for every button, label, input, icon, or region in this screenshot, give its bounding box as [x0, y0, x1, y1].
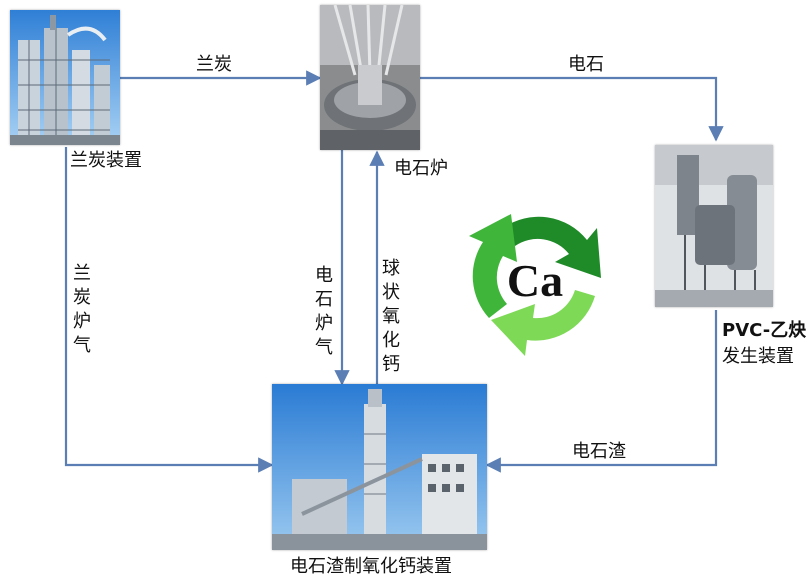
arrow-carbide [420, 76, 724, 142]
flow-label-furnace-gas: 电石炉气 [315, 265, 333, 358]
cycle-arrow-left [469, 214, 517, 318]
flow-label-carbide-slag: 电石渣 [572, 441, 626, 462]
cycle-arrow-bottom [491, 290, 595, 356]
carbide-furnace-photo [320, 5, 420, 150]
flow-label-carbide: 电石 [568, 54, 604, 75]
pvc-unit-label-line2: 发生装置 [722, 346, 794, 367]
carbide-furnace-label: 电石炉 [394, 158, 448, 179]
arrow-lanchar-gas [64, 147, 274, 473]
cao-unit-label: 电石渣制氧化钙装置 [290, 556, 452, 577]
center-symbol: Ca [507, 255, 563, 306]
flow-label-lanchar-gas: 兰炭炉气 [73, 263, 91, 356]
cao-unit-photo [272, 384, 487, 550]
lanthanum-unit-photo [10, 10, 120, 145]
cycle-arrow-top [503, 216, 601, 278]
flow-label-lanchar: 兰炭 [196, 54, 232, 75]
calcium-cycle-icon: Ca [469, 214, 601, 356]
lanthanum-unit-label: 兰炭装置 [70, 150, 142, 171]
flow-label-ball-cao: 球状氧化钙 [382, 258, 400, 375]
pvc-unit-photo [655, 145, 773, 307]
pvc-unit-label-line1: PVC-乙炔 [722, 320, 807, 341]
arrow-carbide-slag [485, 310, 718, 473]
